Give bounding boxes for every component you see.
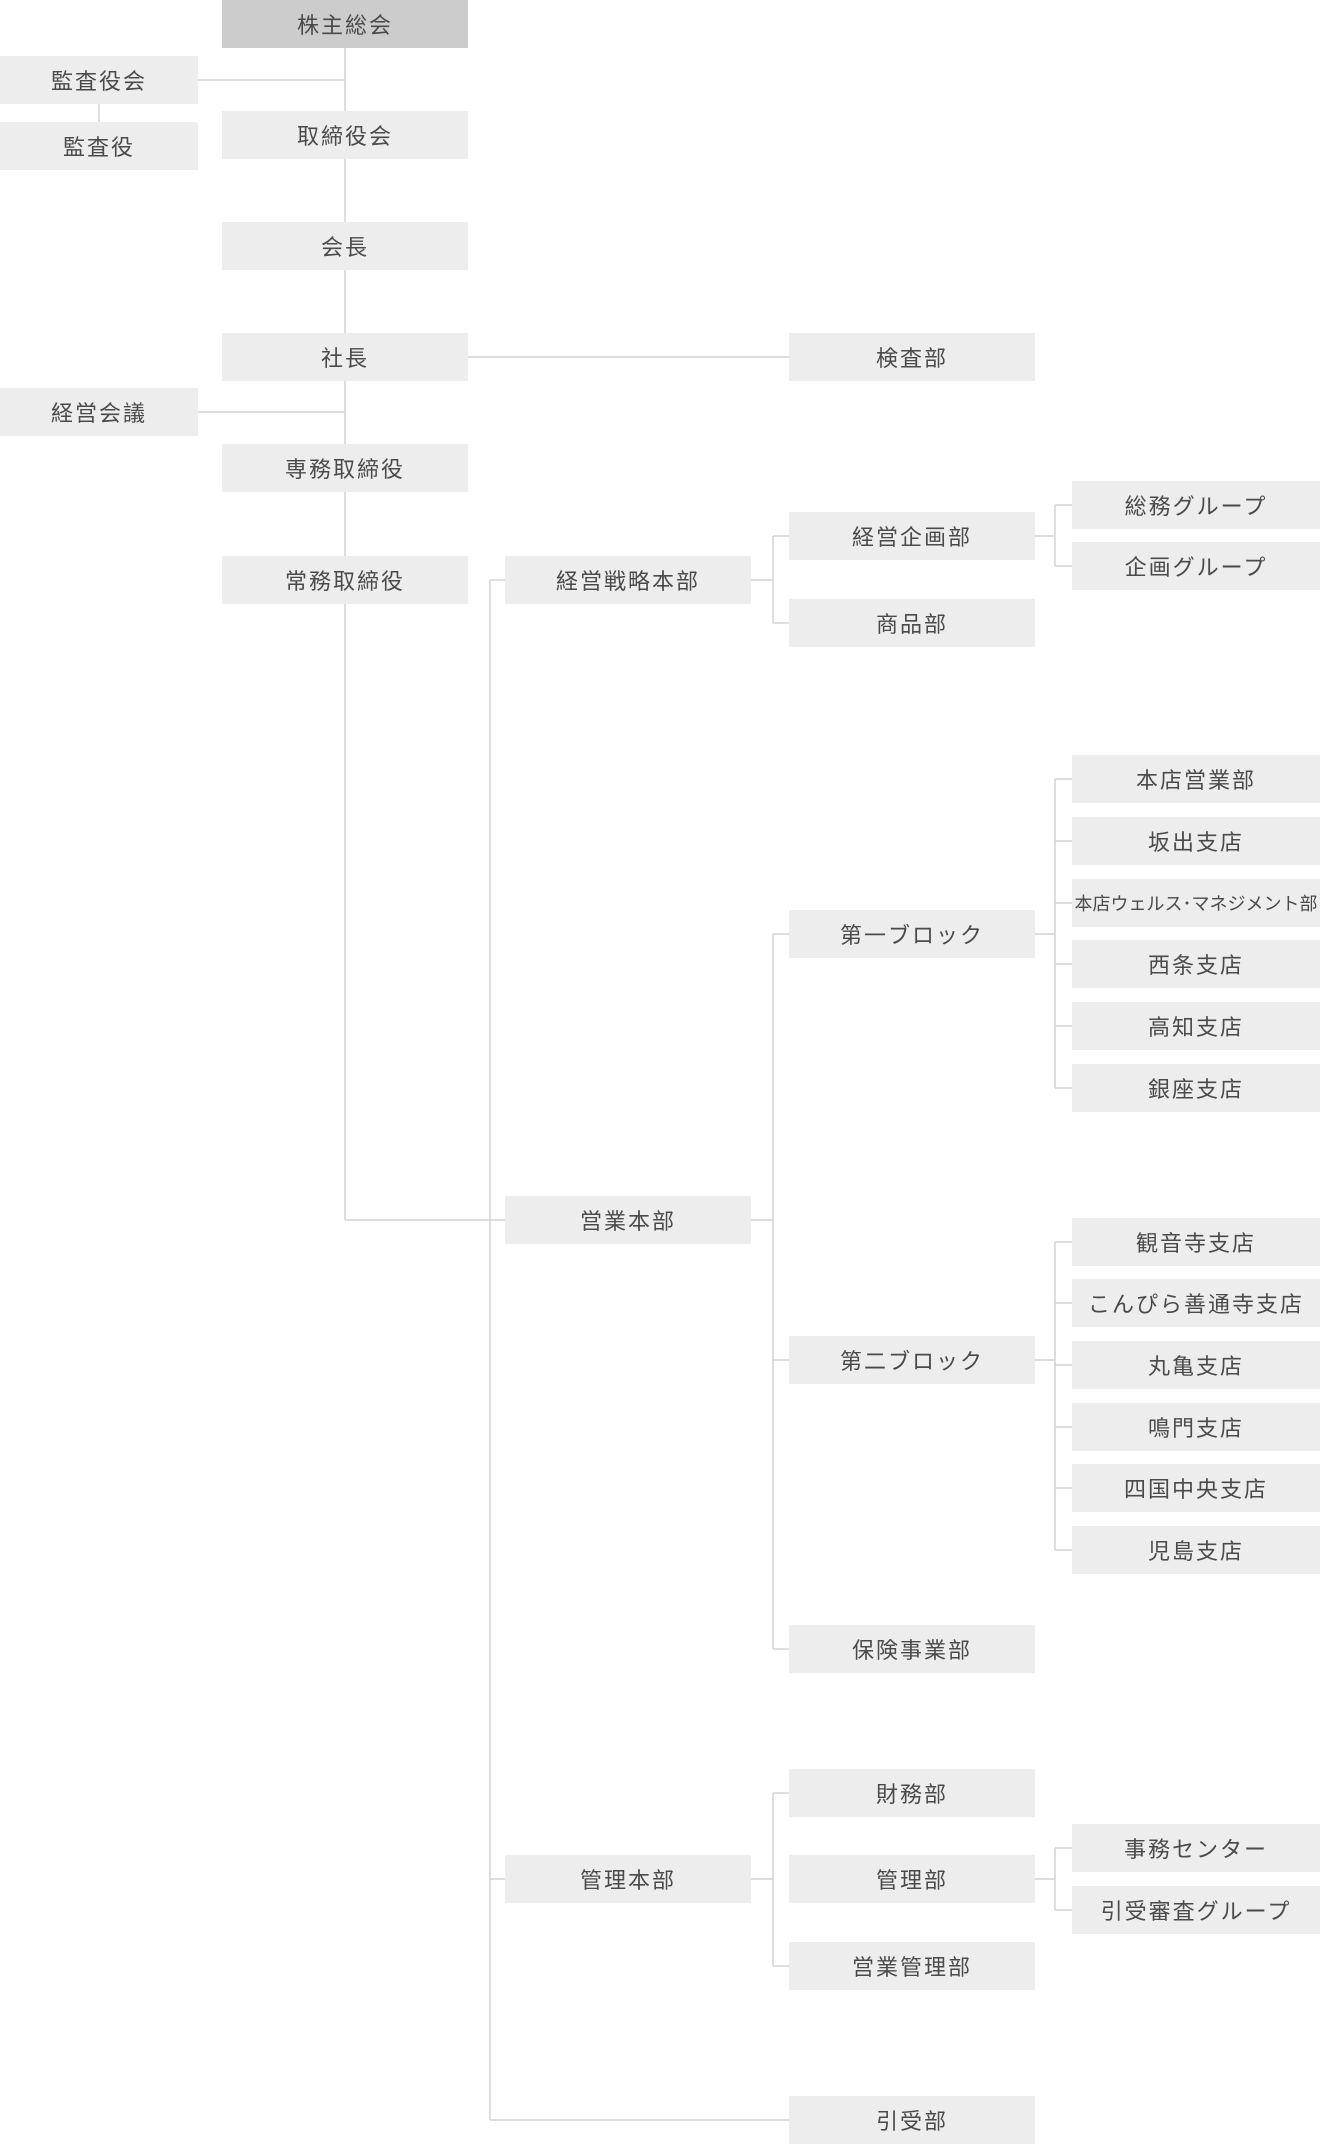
node-general-affairs-group: 総務グループ [1072,481,1320,529]
node-admin-dept: 管理部 [789,1855,1035,1903]
node-finance-dept: 財務部 [789,1769,1035,1817]
node-underwriting-dept: 引受部 [789,2096,1035,2144]
node-product-dept: 商品部 [789,599,1035,647]
node-branch: 坂出支店 [1072,817,1320,865]
node-strategy-hq: 経営戦略本部 [505,556,751,604]
node-planning-dept: 経営企画部 [789,512,1035,560]
node-branch: 観音寺支店 [1072,1218,1320,1266]
node-branch: 西条支店 [1072,940,1320,988]
node-sales-hq: 営業本部 [505,1196,751,1244]
node-audit-board: 監査役会 [0,56,198,104]
node-branch: こんぴら善通寺支店 [1072,1279,1320,1327]
node-branch: 丸亀支店 [1072,1341,1320,1389]
node-chairman: 会長 [222,222,468,270]
node-branch: 銀座支店 [1072,1064,1320,1112]
node-board-of-directors: 取締役会 [222,111,468,159]
node-branch: 児島支店 [1072,1526,1320,1574]
node-branch: 本店ウェルス･マネジメント部 [1072,879,1320,927]
node-senior-managing-director: 専務取締役 [222,444,468,492]
node-operations-center: 事務センター [1072,1824,1320,1872]
node-inspection-dept: 検査部 [789,333,1035,381]
node-sales-admin-dept: 営業管理部 [789,1942,1035,1990]
node-branch: 高知支店 [1072,1002,1320,1050]
node-branch: 鳴門支店 [1072,1403,1320,1451]
node-president: 社長 [222,333,468,381]
node-branch: 四国中央支店 [1072,1464,1320,1512]
node-admin-hq: 管理本部 [505,1855,751,1903]
node-management-meeting: 経営会議 [0,388,198,436]
node-block-2: 第二ブロック [789,1336,1035,1384]
node-shareholders-meeting: 株主総会 [222,0,468,48]
node-planning-group: 企画グループ [1072,542,1320,590]
node-block-1: 第一ブロック [789,910,1035,958]
node-insurance-dept: 保険事業部 [789,1625,1035,1673]
node-managing-director: 常務取締役 [222,556,468,604]
node-underwriting-review-group: 引受審査グループ [1072,1886,1320,1934]
node-auditor: 監査役 [0,122,198,170]
node-branch: 本店営業部 [1072,755,1320,803]
